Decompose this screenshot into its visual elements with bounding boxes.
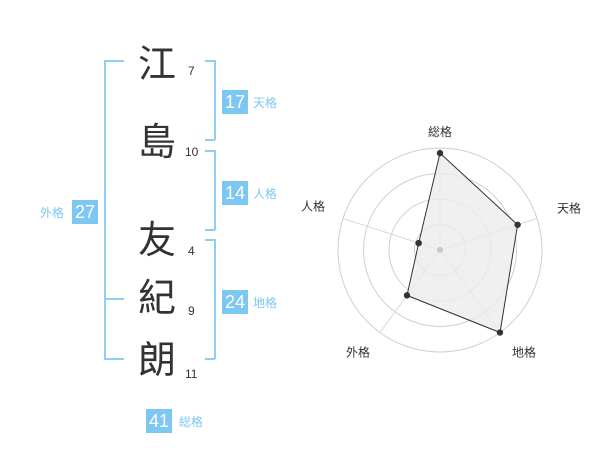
radar-series xyxy=(403,149,521,336)
soukaku-label: 総格 xyxy=(179,415,204,429)
gaikaku-bracket-top xyxy=(104,60,124,62)
surname-strokes-2: 10 xyxy=(185,145,199,159)
surname-strokes-1: 7 xyxy=(188,64,195,78)
surname-char-1: 江 xyxy=(137,42,176,86)
radar-center-dot xyxy=(437,247,443,253)
chikaku-badge: 24 xyxy=(222,290,249,314)
radar-label-0: 総格 xyxy=(428,124,452,139)
tenkaku-bracket-vert xyxy=(214,60,216,140)
radar-label-3: 外格 xyxy=(346,345,370,360)
given-strokes-2: 9 xyxy=(188,304,195,318)
tenkaku-label: 天格 xyxy=(253,96,278,110)
radar-point-1 xyxy=(514,221,521,228)
gaikaku-bracket-bottom xyxy=(104,358,124,360)
chikaku-bracket-vert xyxy=(214,239,216,359)
gaikaku-badge: 27 xyxy=(72,200,99,224)
radar-label-2: 地格 xyxy=(512,345,536,360)
gaikaku-label: 外格 xyxy=(40,206,65,220)
jinkaku-bracket-bottom xyxy=(205,229,215,231)
gaikaku-bracket-vert xyxy=(104,60,106,360)
chikaku-bracket-top xyxy=(205,239,215,241)
radar-label-4: 人格 xyxy=(301,198,325,213)
chikaku-label: 地格 xyxy=(253,296,278,310)
given-char-1: 友 xyxy=(137,218,176,262)
surname-char-2: 島 xyxy=(137,120,176,164)
given-strokes-1: 4 xyxy=(188,244,195,258)
given-strokes-3: 11 xyxy=(185,367,198,381)
chikaku-bracket-bottom xyxy=(205,358,215,360)
tenkaku-bracket-bottom xyxy=(205,139,215,141)
tenkaku-bracket-top xyxy=(205,60,215,62)
jinkaku-badge: 14 xyxy=(222,181,249,205)
given-char-2: 紀 xyxy=(137,276,176,320)
radar-polygon xyxy=(406,152,519,334)
radar-point-3 xyxy=(403,292,411,299)
given-char-3: 朗 xyxy=(137,338,176,382)
jinkaku-bracket-vert xyxy=(214,150,216,230)
radar-point-2 xyxy=(496,329,504,336)
jinkaku-bracket-top xyxy=(205,150,215,152)
jinkaku-label: 人格 xyxy=(253,187,278,201)
radar-label-1: 天格 xyxy=(557,200,581,215)
tenkaku-badge: 17 xyxy=(222,90,249,114)
gaikaku-bracket-mid xyxy=(104,298,124,300)
radar-point-0 xyxy=(436,149,444,157)
soukaku-badge: 41 xyxy=(146,409,173,433)
radar-point-4 xyxy=(415,239,422,247)
